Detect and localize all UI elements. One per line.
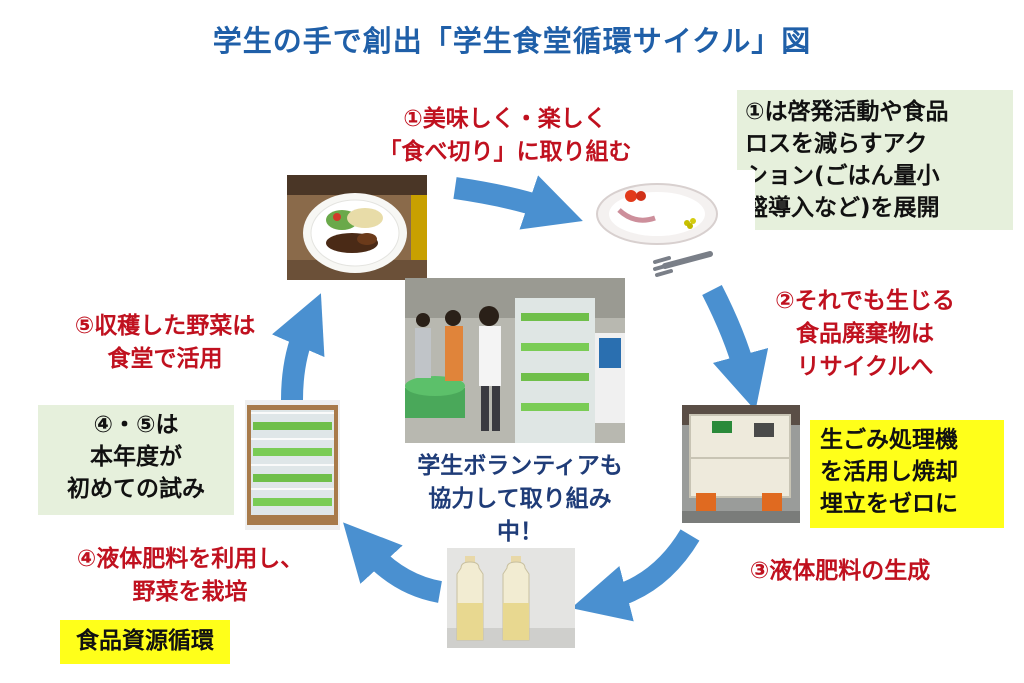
- arrow-step3-to-step4: [571, 529, 700, 622]
- step3-label: ③液体肥料の生成: [749, 558, 931, 584]
- diagram-title: 学生の手で創出「学生食堂循環サイクル」図: [212, 24, 812, 58]
- photo-liquid-fertilizer: [447, 548, 575, 648]
- arrow-step1-to-step2: [453, 175, 583, 230]
- step5-label: ⑤収穫した野菜は 食堂で活用: [74, 313, 256, 372]
- note-bottom-left: 食品資源循環: [60, 620, 230, 664]
- step4-label: ④液体肥料を利用し、 野菜を栽培: [76, 546, 304, 605]
- note-left: ④・⑤は 本年度が 初めての試み: [38, 405, 234, 515]
- photo-empty-plate: [595, 170, 755, 285]
- arrow-step2-to-step3: [702, 284, 769, 411]
- center-text: 学生ボランティアも 協力して取り組み 中！: [417, 453, 623, 545]
- photo-vegetable-rack: [245, 400, 340, 530]
- note-top-right: ①は啓発活動や食品 ロスを減らすアク ション(ごはん量小 盛導入など)を展開: [737, 90, 1013, 230]
- arrow-step4-to-step5: [343, 522, 443, 603]
- arrow-step5-to-step1: [271, 293, 325, 401]
- step2-label: ②それでも生じる 食品廃棄物は リサイクルへ: [775, 288, 955, 380]
- photo-students-volunteers: [405, 278, 625, 443]
- step1-label: ①美味しく・楽しく 「食べ切り」に取り組む: [378, 106, 632, 165]
- photo-meal: [287, 175, 427, 280]
- note-right: 生ごみ処理機 を活用し焼却 埋立をゼロに: [810, 420, 1004, 528]
- photo-garbage-disposer: [682, 405, 800, 523]
